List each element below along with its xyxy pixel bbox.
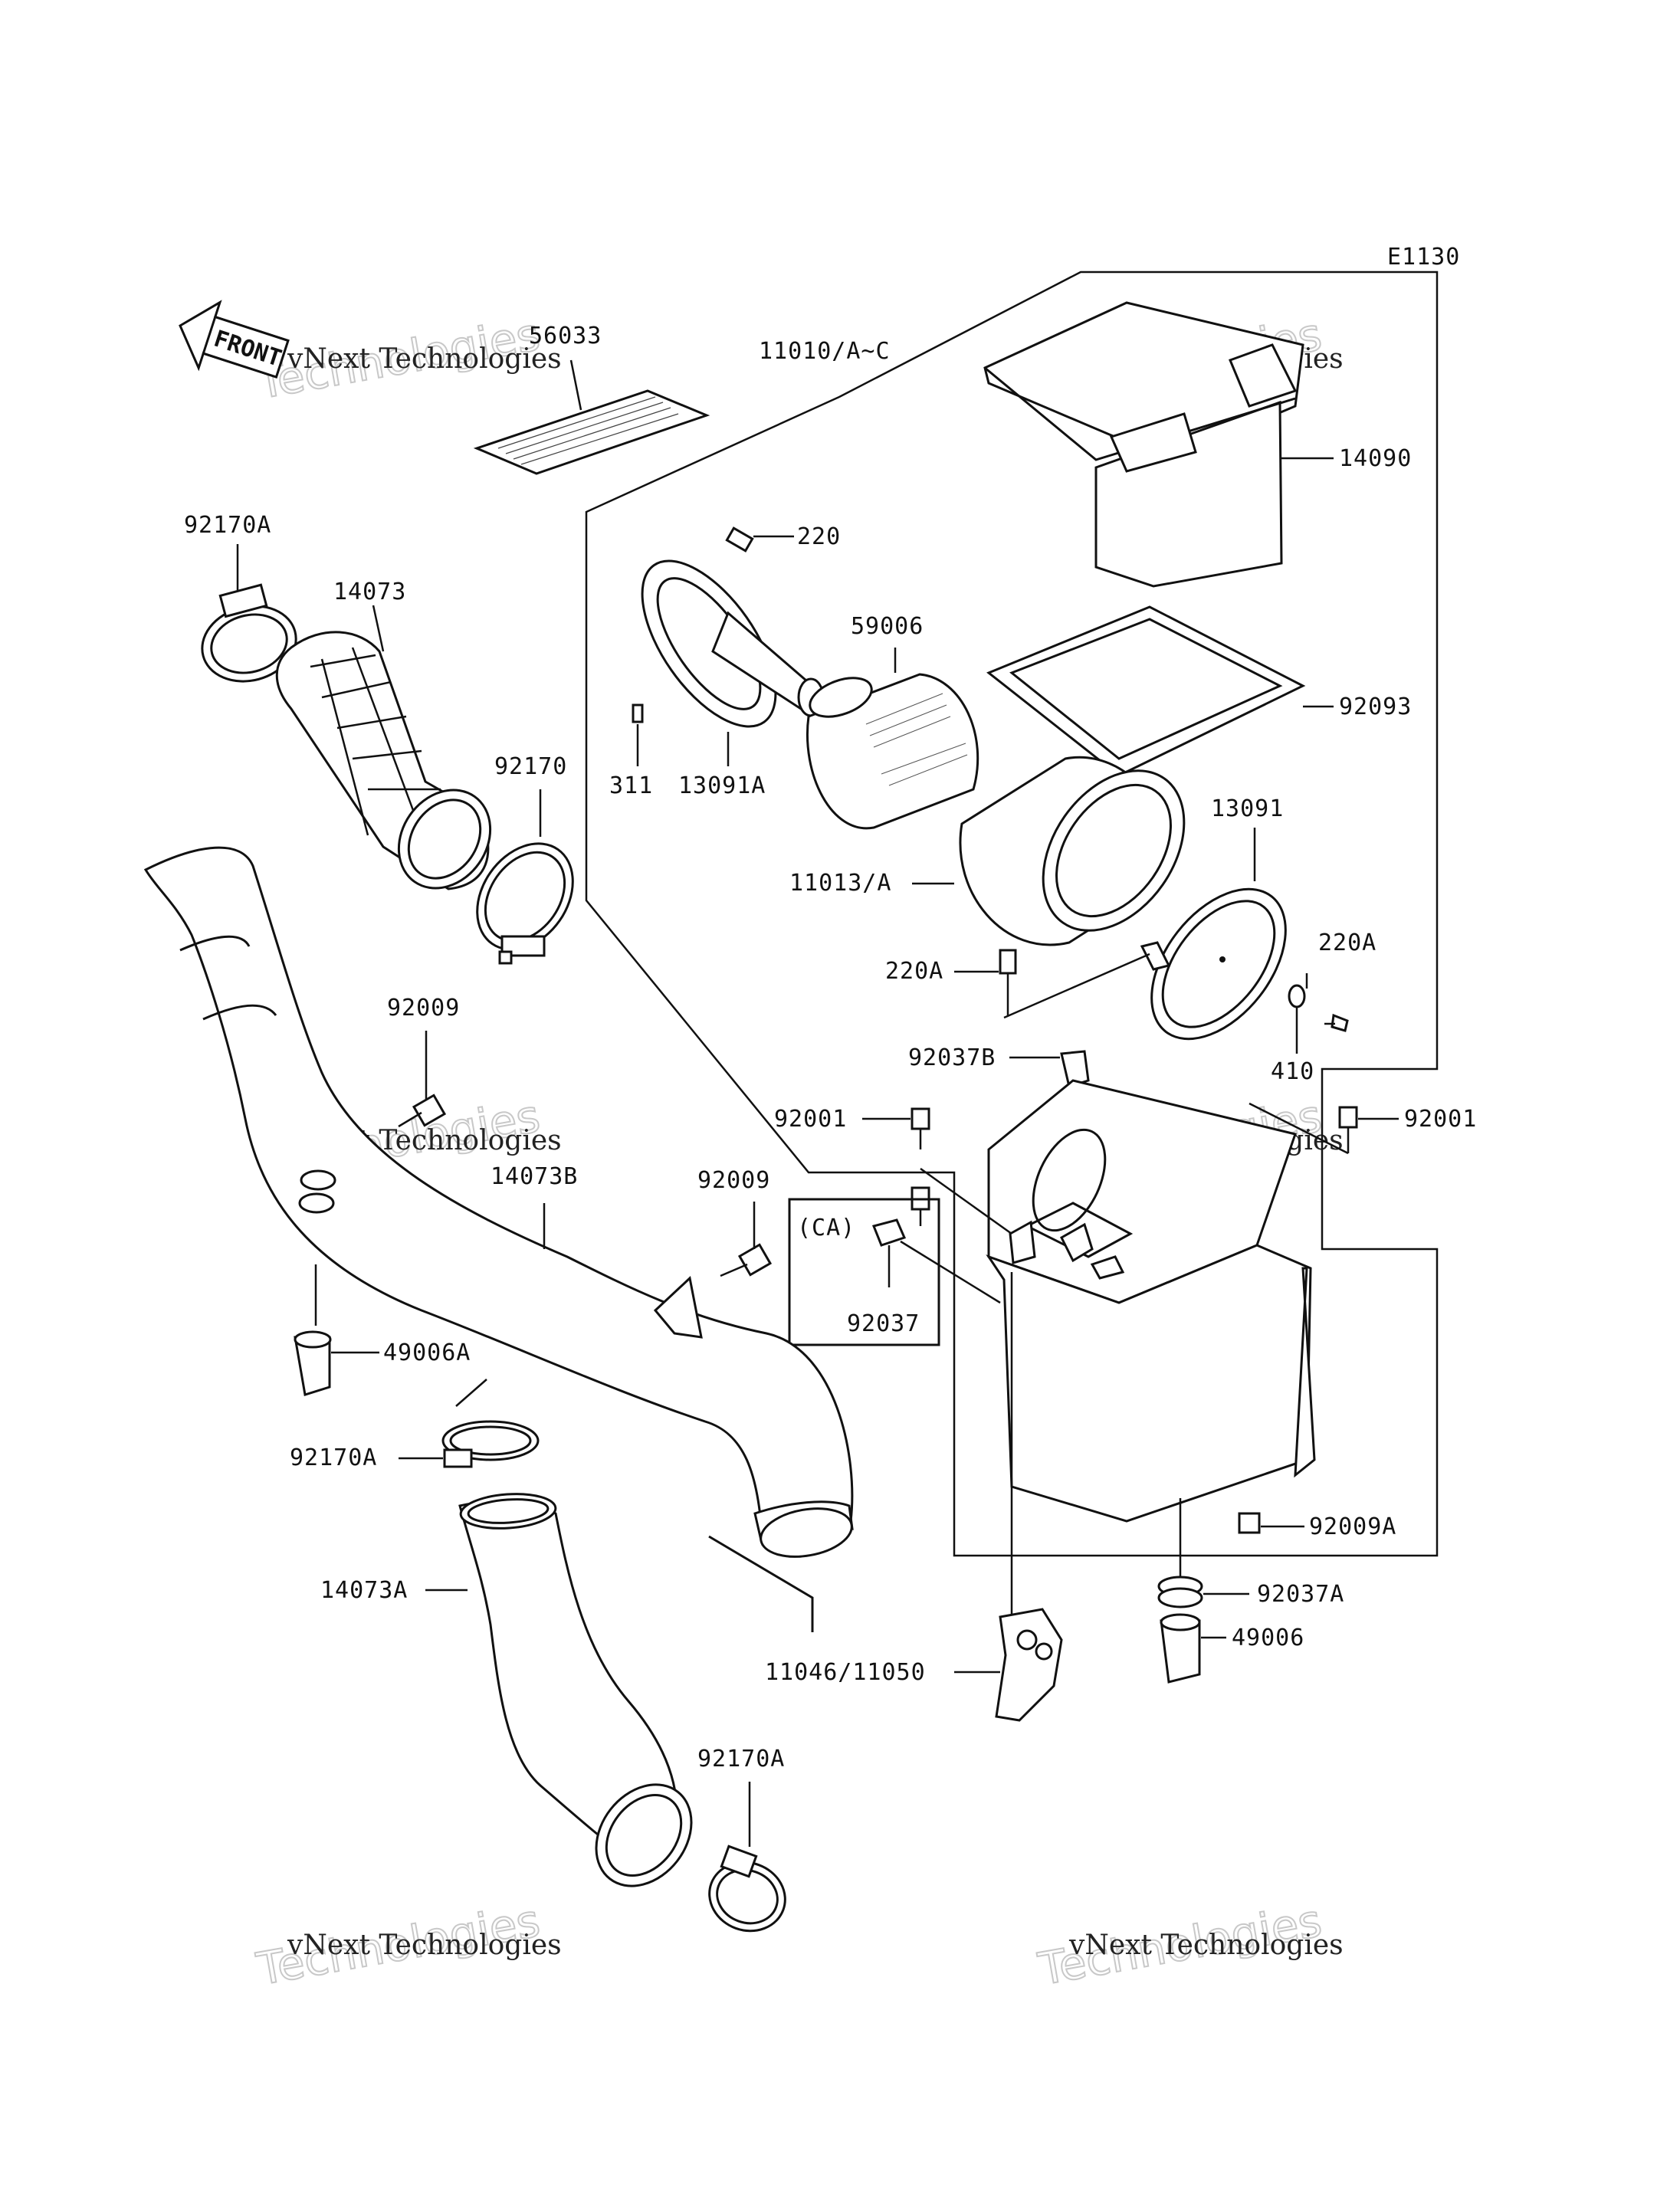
bolt-92009-upper [398,1031,447,1128]
part-label-311: 311 [609,772,653,799]
part-label-220A: 220A [885,958,943,985]
part-labels: 56033 11010/A~C 14090 92170A 14073 220 5… [184,323,1477,1772]
part-label-11013: 11013/A [789,870,891,897]
part-label-92037B: 92037B [908,1044,996,1071]
part-label-14073: 14073 [333,579,406,605]
part-label-410: 410 [1271,1058,1314,1085]
air-box-cover-14090 [983,301,1334,588]
part-label-92170: 92170 [494,753,567,780]
part-label-92037: 92037 [847,1310,920,1337]
bolt-92009A [1238,1512,1304,1534]
part-label-14073B: 14073B [491,1163,578,1190]
bolt-92001-right [1249,1102,1399,1155]
part-label-49006: 49006 [1232,1625,1304,1651]
assembly-outline [585,271,1439,1557]
air-filter-element-11013 [912,756,1186,946]
watermark-text: vNext Technologies [287,343,562,375]
watermark-text: vNext Technologies [1068,1930,1344,1961]
part-label-92009: 92009 [697,1167,770,1194]
watermark-text: vNext Technologies [287,1930,562,1961]
part-label-13091: 13091 [1211,795,1284,822]
drain-cap-49006A [294,1330,379,1396]
inner-element-59006 [806,648,979,830]
part-label-92170A: 92170A [184,512,271,539]
part-label-14090: 14090 [1339,445,1412,472]
figure-code: E1130 [1387,244,1460,271]
bracket-11046 [954,1608,1063,1722]
part-label-92170A: 92170A [290,1444,377,1471]
air-duct-14073A [425,1493,693,1887]
part-label-92037A: 92037A [1257,1581,1344,1608]
part-label-59006: 59006 [851,613,924,640]
drain-cap-49006 [1160,1613,1226,1684]
part-label-56033: 56033 [529,323,602,349]
part-label-92001: 92001 [774,1106,847,1133]
part-label-11010: 11010/A~C [759,338,891,365]
clamp-92037A [1157,1498,1249,1608]
element-holder-13091A [632,526,825,766]
clip-92037B [1009,1050,1090,1088]
clamp-92170 [476,789,574,965]
part-label-220: 220 [797,523,841,550]
air-duct-14073 [275,605,492,890]
part-label-92170A: 92170A [697,1746,785,1772]
part-label-49006A: 49006A [383,1340,471,1366]
part-label-13091A: 13091A [678,772,766,799]
air-box-case [986,1079,1316,1671]
front-arrow-icon: FRONT [179,300,290,379]
part-label-92093: 92093 [1339,694,1412,720]
part-label-11046: 11046/11050 [765,1659,926,1686]
part-label-92009: 92009 [387,995,460,1021]
part-label-92001: 92001 [1404,1106,1477,1133]
part-label-220A: 220A [1318,930,1376,956]
part-label-92009A: 92009A [1309,1513,1396,1540]
part-label-ca: (CA) [797,1215,855,1241]
gasket-92093 [986,605,1334,777]
clamp-92170A-top [201,544,297,683]
ca-variant-box [788,1198,1001,1346]
clamp-92170A-bottom [708,1782,786,1933]
filter-plate-56033 [473,359,710,475]
part-label-14073A: 14073A [320,1577,408,1604]
element-cap-13091 [954,828,1349,1054]
air-duct-14073B [143,846,854,1632]
bolt-92009-lower [720,1202,773,1277]
clamp-92170A-mid [399,1379,540,1468]
